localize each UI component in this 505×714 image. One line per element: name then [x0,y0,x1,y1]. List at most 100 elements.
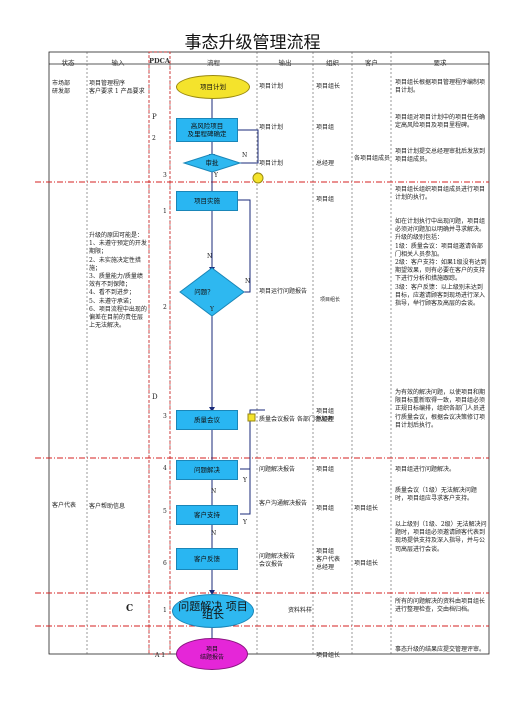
end-oval[interactable]: 项目 结题报告 [176,638,248,670]
loop-arrow [240,409,265,470]
require-5: 如在计划执行中出现问题，项目组必须对问题加以明确并寻求解决。升级的级别包括： 1… [395,218,487,308]
loop-arrow [237,199,251,293]
pdca-d4: 4 [163,465,167,472]
impl-box[interactable]: 项目实施 [176,191,238,211]
risk-box[interactable]: 高风险项目 及里程碑确定 [176,118,238,142]
org-8: 项目组 [316,505,335,512]
pdca-d6: 6 [163,560,167,567]
customer-3: 项目组长 [354,560,379,567]
arrow-head [209,407,215,412]
approve-label[interactable]: 审批 [205,159,219,167]
require-8: 质量会议（1级）无法解决问题时，项目组应寻求客户支持。 [395,487,477,503]
approve-diamond [182,153,242,173]
pdca-d3: 3 [163,413,167,420]
no-marker: N [245,278,251,285]
require-4: 项目组长组织项目组成员进行项目计划的执行。 [395,186,486,202]
output-9: 资料料样 [288,607,313,614]
org-1: 项目组长 [316,83,341,90]
connector-circle [252,172,264,184]
marker-square [247,413,256,422]
solve-box[interactable]: 问题解决 [176,460,238,480]
require-1: 项目组长根据项目管理程序编制项目计划。 [395,79,486,95]
pdca-c1: 1 [163,607,167,614]
input-plan: 项目管理程序 客户要求 1 产品要求 [89,80,145,96]
start-oval[interactable]: 项目计划 [176,75,250,99]
org-3: 总经理 [316,160,335,167]
output-7: 客户沟通解决报告 [259,500,308,507]
require-7: 项目组进行问题解决。 [395,466,456,473]
loop-arrow [236,129,259,164]
pdca-c: C [126,604,134,614]
org-5: 项目组长 [320,297,341,303]
header-input: 输入 [111,59,125,67]
customer-1: 各项目组成员 [354,155,391,162]
table-frame [48,51,490,655]
output-3: 项目计划 [259,160,284,167]
support-box[interactable]: 客户支持 [176,505,238,525]
yes-marker: Y [243,519,247,526]
review-box[interactable]: 质量会议 [176,410,238,430]
require-10: 所有的问题解决的资料由项目组长进行整理检查，交由档归档。 [395,598,486,614]
no-marker: N [211,488,217,495]
pdca-p2: 2 [152,135,156,142]
client-rep-label: 客户代表 [52,502,77,509]
close-label: 问题解决 项目组长 [178,600,248,621]
support-label: 客户支持 [194,511,220,519]
start-label: 项目计划 [200,83,226,91]
pdca-p3: 3 [163,172,167,179]
header-customer: 客户 [365,59,378,67]
input-escalation-reasons: 升级的原因可能是： 1、未遵守预定的开发期限； 2、未实施决定性措施； 3、质量… [89,232,147,330]
output-6: 问题解决报告 [259,466,296,473]
output-5: 质量会议报告 各部门参加者 [259,416,333,423]
pdca-d2: 2 [163,304,167,311]
yes-marker: Y [214,172,218,179]
pdca-d1: 1 [163,208,167,215]
require-9: 以上级别（1级、2级）无法解决问题时，项目组必须邀请顾客代表到现场提供支持及深入… [395,521,487,553]
output-1: 项目计划 [259,83,284,90]
loop-arrow [240,469,251,515]
org-7: 项目组 [316,466,335,473]
pdca-a: A 1 [155,652,166,659]
no-marker: N [207,253,213,260]
pdca-d5: 5 [163,508,167,515]
require-2: 项目组对项目计划中的项目任务确定高风险项目及项目里程碑。 [395,114,486,130]
issue-label[interactable]: 问题？ [194,288,214,296]
header-status: 状态 [61,59,75,67]
require-6: 为有效的解决问题，以使项目和期限目标重新取得一致，项目组必须正规日标编排，组织各… [395,389,486,429]
arrow-head [209,590,215,595]
require-3: 项目计划提交总经理审批后发放到项目组成员。 [395,148,486,164]
risk-label: 高风险项目 及里程碑确定 [187,122,227,138]
impl-label: 项目实施 [194,197,220,205]
pdca-p: P [152,113,157,121]
org-10: 项目组长 [316,652,341,659]
header-org: 组织 [326,59,339,67]
close-oval[interactable]: 问题解决 项目组长 [172,594,254,628]
yes-marker: Y [210,306,214,313]
header-output: 输出 [278,59,292,67]
feedback-label: 客户反馈 [194,555,220,563]
output-4: 项目运行问题报告 [259,288,308,295]
page-title: 事态升级管理流程 [184,33,321,53]
org-9: 项目组 客户代表 总经理 [316,548,341,572]
solve-label: 问题解决 [194,466,220,474]
output-2: 项目计划 [259,124,284,131]
review-label: 质量会议 [194,416,220,424]
customer-2: 项目组长 [354,505,379,512]
org-6: 项目组 总经理 [316,408,335,424]
header-require: 要求 [433,59,447,67]
require-11: 事态升级的结果应提交管理评审。 [395,646,486,653]
feedback-box[interactable]: 客户反馈 [176,548,238,570]
no-marker: N [211,530,217,537]
org-4: 项目组 [316,196,335,203]
yes-marker: Y [243,477,247,484]
no-marker: N [242,152,248,159]
output-8: 问题解决报告 会议报告 [259,553,296,569]
pdca-d: D [152,393,158,401]
dept-label: 市场部 研发部 [52,80,71,96]
end-label: 项目 结题报告 [199,646,224,661]
org-2: 项目组 [316,124,335,131]
pdca-column-frame [148,51,171,655]
header-pdca: PDCA [149,57,170,65]
input-client-help: 客户帮助信息 [89,503,126,510]
